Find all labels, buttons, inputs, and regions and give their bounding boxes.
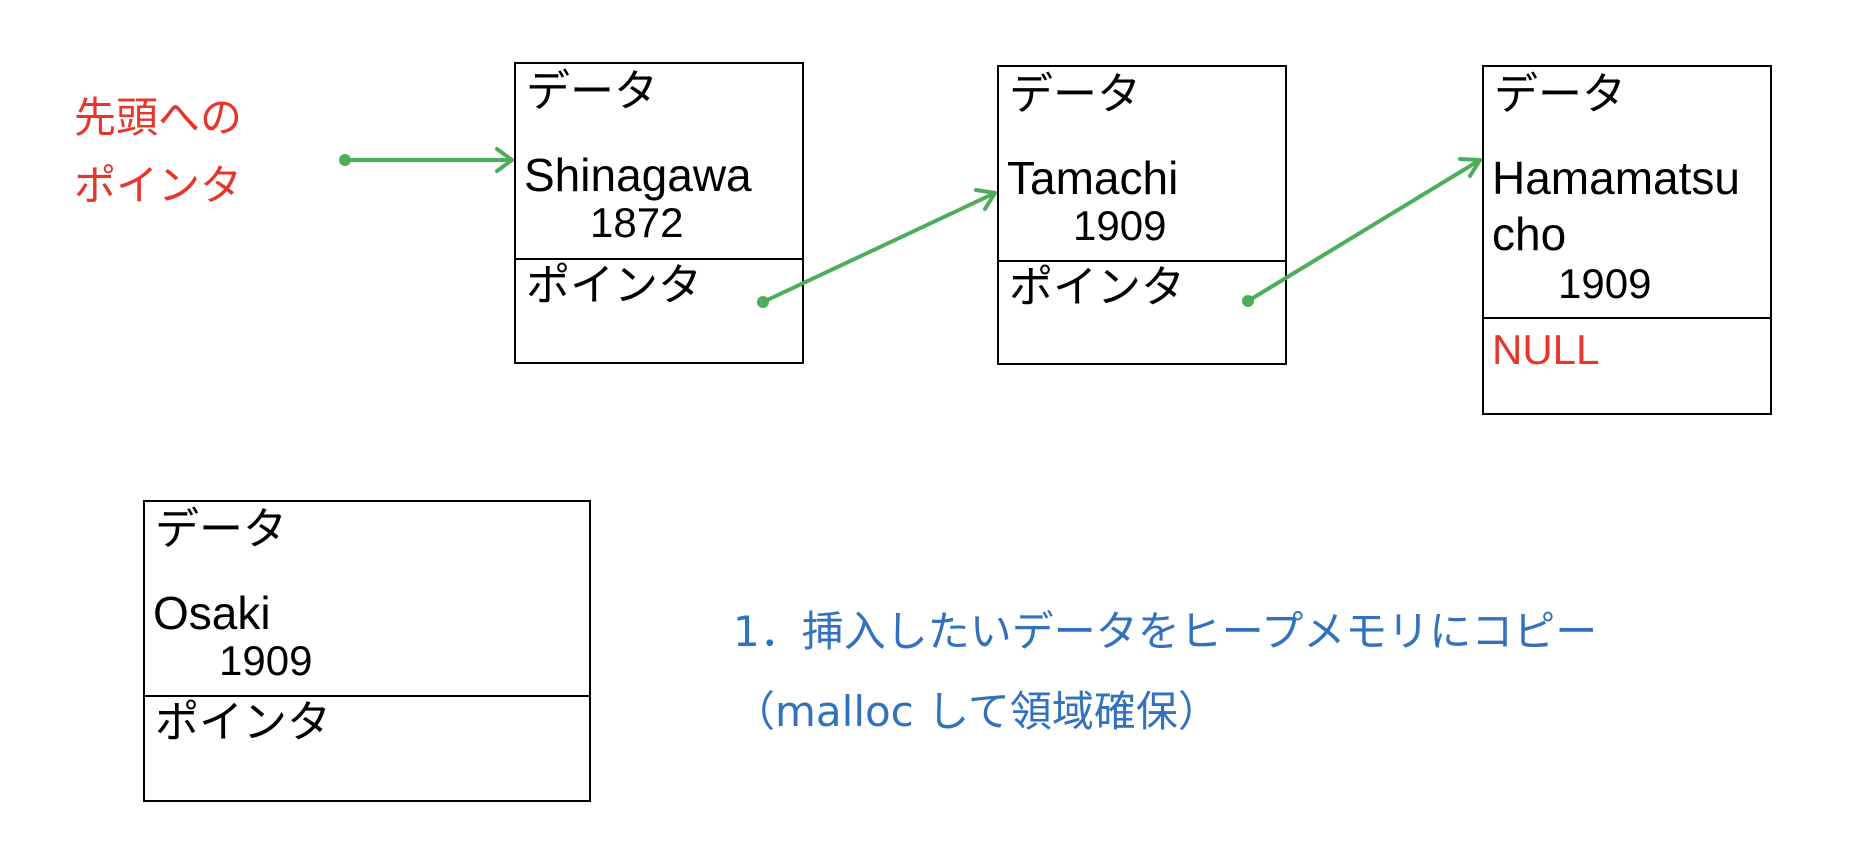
caption-line2: （malloc して領域確保）	[733, 687, 1220, 736]
data-label: データ	[155, 504, 287, 555]
null-pointer-label: NULL	[1492, 326, 1600, 373]
head-pointer-label: 先頭への ポインタ	[74, 84, 242, 220]
station-year: 1909	[1558, 260, 1652, 307]
pointer-label: ポインタ	[155, 697, 331, 748]
station-year: 1872	[590, 199, 684, 246]
pointer-label: ポインタ	[1009, 262, 1185, 313]
data-label: データ	[1009, 69, 1141, 120]
data-label: データ	[526, 66, 658, 117]
node-pointer-section: ポインタ	[145, 697, 589, 800]
list-node-hamamatsucho: データ Hamamatsu cho 1909 NULL	[1482, 65, 1772, 415]
node-data-section: データ Osaki 1909	[145, 502, 589, 697]
station-name: Shinagawa	[524, 149, 752, 201]
node-pointer-section: ポインタ	[999, 262, 1285, 363]
station-name-line2: cho	[1492, 208, 1567, 260]
list-node-tamachi: データ Tamachi 1909 ポインタ	[997, 65, 1287, 365]
step-caption: 1．挿入したいデータをヒープメモリにコピー （malloc して領域確保）	[733, 592, 1597, 752]
station-name-line1: Hamamatsu	[1492, 152, 1740, 204]
data-label: データ	[1494, 69, 1626, 120]
station-year: 1909	[1073, 202, 1167, 249]
node-pointer-section: ポインタ	[516, 260, 802, 362]
station-name: Osaki	[153, 587, 271, 639]
pointer-label: ポインタ	[526, 260, 702, 311]
node-data-section: データ Shinagawa 1872	[516, 64, 802, 260]
head-pointer-arrow-icon	[339, 147, 514, 173]
station-name: Tamachi	[1007, 152, 1179, 204]
head-pointer-label-line2: ポインタ	[74, 161, 243, 210]
node-pointer-section: NULL	[1484, 319, 1770, 413]
node-data-section: データ Tamachi 1909	[999, 67, 1285, 262]
head-pointer-label-line1: 先頭への	[74, 93, 243, 142]
caption-line1: 1．挿入したいデータをヒープメモリにコピー	[733, 607, 1598, 656]
station-year: 1909	[219, 637, 313, 684]
node-data-section: データ Hamamatsu cho 1909	[1484, 67, 1770, 319]
list-node-shinagawa: データ Shinagawa 1872 ポインタ	[514, 62, 804, 364]
new-node-osaki: データ Osaki 1909 ポインタ	[143, 500, 591, 802]
